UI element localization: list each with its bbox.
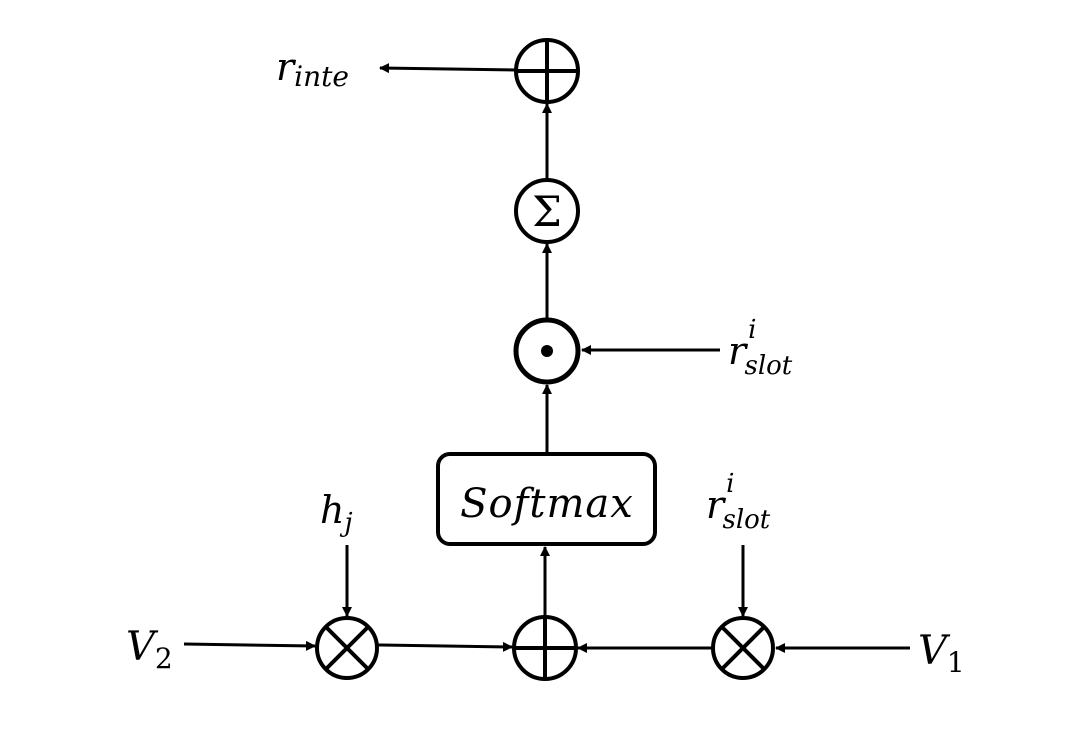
softmax-box: Softmax: [436, 452, 657, 546]
dot-product-node: [513, 317, 581, 385]
output-arrow: [379, 63, 517, 74]
v2-label: V2: [126, 624, 173, 675]
left-to-add-arrow: [377, 641, 513, 652]
v1-label: V1: [918, 628, 965, 679]
r-inte-label: rinte: [276, 45, 349, 93]
v2-arrow: [183, 640, 316, 651]
sum-node: Σ: [514, 178, 580, 244]
left-multiply-node: [315, 616, 379, 680]
right-multiply-node: [711, 616, 775, 680]
h-j-label: hj: [320, 488, 353, 538]
softmax-label: Softmax: [460, 481, 634, 527]
bottom-add-node: [512, 615, 578, 681]
sum-symbol: Σ: [532, 187, 562, 236]
output-add-node: [514, 38, 580, 104]
